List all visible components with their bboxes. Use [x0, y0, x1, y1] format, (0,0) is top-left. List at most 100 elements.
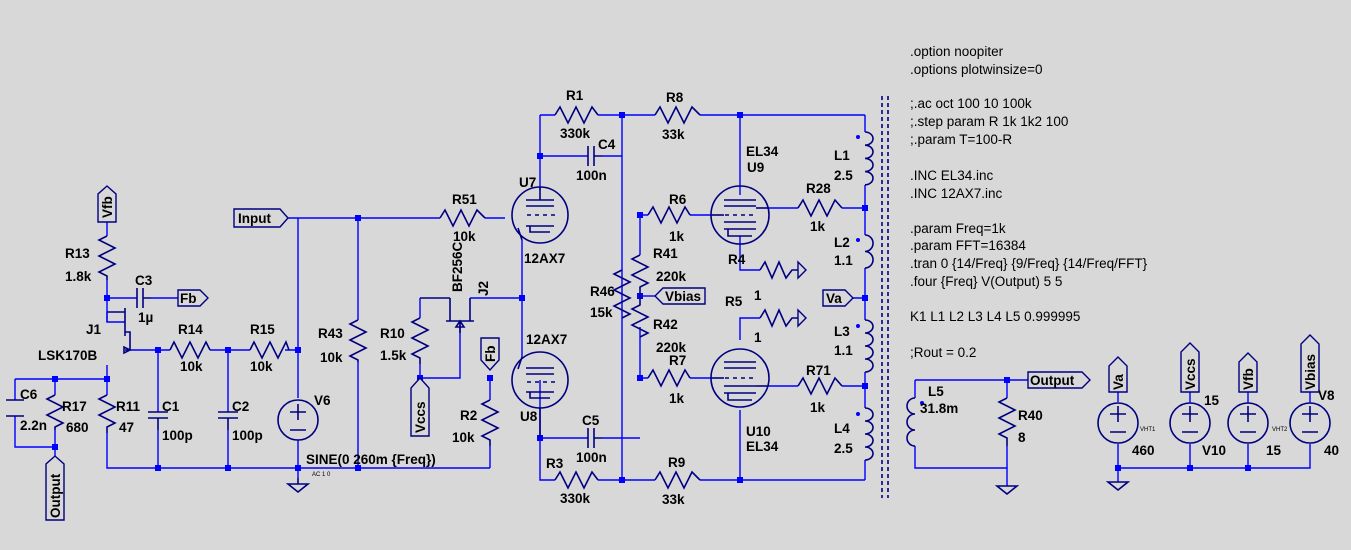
label-r5: R5: [725, 294, 743, 309]
flag-output-left: [45, 455, 65, 521]
jfet-j1: [106, 308, 132, 355]
flag-fb: [177, 289, 209, 307]
resistor-r46: [612, 269, 632, 319]
directive-line: ;.param T=100-R: [910, 132, 1012, 147]
label-c4-value: 100n: [576, 168, 607, 183]
r4-r5-ports: [797, 260, 807, 328]
capacitor-c2: [218, 411, 238, 430]
label-r46: R46: [590, 284, 615, 299]
label-vht2: VHT2: [1272, 427, 1288, 433]
directive-line: ;Rout = 0.2: [910, 345, 976, 360]
label-vbias: Vbias: [665, 289, 701, 304]
directive-line: .INC 12AX7.inc: [910, 186, 1003, 201]
flag-vbias-src: [1300, 334, 1320, 393]
label-va: Va: [826, 291, 842, 306]
resistor-r51: [439, 208, 486, 228]
label-r3-value: 330k: [560, 491, 591, 506]
label-c5: C5: [582, 413, 600, 428]
label-fb: Fb: [180, 291, 197, 306]
label-l1: L1: [834, 148, 850, 163]
directive-line: .option noopiter: [910, 44, 1004, 59]
capacitors: [6, 146, 602, 448]
flag-input: [233, 208, 289, 228]
label-c3-value: 1µ: [138, 310, 153, 325]
directive-line: .INC EL34.inc: [910, 168, 994, 183]
label-c2: C2: [232, 399, 249, 414]
directive-line: .four {Freq} V(Output) 5 5: [910, 274, 1062, 289]
source-v8: [1289, 402, 1331, 444]
label-r51-value: 10k: [453, 229, 476, 244]
label-r2-value: 10k: [452, 430, 475, 445]
label-u7: U7: [519, 175, 536, 190]
label-v8-value: 40: [1324, 443, 1339, 458]
label-r8-value: 33k: [662, 127, 685, 142]
flag-fb2: [480, 337, 500, 372]
label-u9-value: EL34: [746, 144, 779, 159]
flag-output-right: [1027, 371, 1091, 389]
label-j2-value: BF256C: [450, 241, 465, 292]
label-r9: R9: [668, 455, 685, 470]
label-l1-value: 2.5: [834, 168, 853, 183]
label-r41-value: 220k: [656, 269, 687, 284]
source-va: [1097, 402, 1139, 444]
label-c1: C1: [162, 399, 180, 414]
label-l2: L2: [834, 235, 850, 250]
label-v6: V6: [314, 393, 331, 408]
label-vccs-src-value: 15: [1204, 393, 1220, 408]
triode-u8: [511, 351, 569, 438]
label-vfb-src-value: 15: [1266, 443, 1282, 458]
label-r46-value: 15k: [590, 305, 613, 320]
inductor-l5: [906, 397, 916, 447]
label-c3: C3: [135, 273, 153, 288]
label-r9-value: 33k: [662, 492, 685, 507]
component-labels: C6 2.2n R17 680 R11 47 C1 100p C2 100p R…: [20, 88, 1339, 518]
label-u7-value: 12AX7: [524, 251, 565, 266]
label-c2-value: 100p: [232, 428, 263, 443]
net-flags: [45, 185, 1320, 521]
label-r4: R4: [728, 252, 746, 267]
spice-directives: .option noopiter .options plotwinsize=0 …: [910, 44, 1148, 360]
junction-dots: [52, 112, 1251, 483]
flag-va-src: [1108, 356, 1128, 393]
label-l4: L4: [834, 421, 850, 436]
label-r17-value: 680: [66, 420, 89, 435]
label-r43-value: 10k: [320, 350, 343, 365]
label-r2: R2: [460, 408, 477, 423]
label-r41: R41: [653, 246, 678, 261]
source-vccs: [1169, 402, 1211, 444]
label-r6-value: 1k: [669, 229, 685, 244]
flag-vfb: [97, 185, 117, 223]
label-input: Input: [238, 211, 271, 226]
label-l4-value: 2.5: [834, 441, 853, 456]
label-vbias-src: Vbias: [1303, 354, 1318, 390]
directive-line: .tran 0 {14/Freq} {9/Freq} {14/Freq/FFT}: [910, 256, 1148, 271]
label-l3: L3: [834, 324, 850, 339]
label-l5-value: 31.8m: [920, 401, 958, 416]
capacitor-c4: [587, 146, 602, 166]
label-l5: L5: [928, 384, 944, 399]
label-v10: V10: [1202, 443, 1226, 458]
label-vfb-src: Vfb: [1241, 368, 1256, 390]
resistor-r6: [647, 205, 691, 225]
label-vccs-src: Vccs: [1183, 358, 1198, 390]
label-r11-value: 47: [119, 420, 134, 435]
label-l2-value: 1.1: [834, 253, 853, 268]
resistor-r10: [410, 317, 430, 364]
flag-vfb-src: [1238, 352, 1258, 393]
label-output-right: Output: [1030, 373, 1075, 388]
label-r14: R14: [178, 322, 203, 337]
label-r7-value: 1k: [669, 391, 685, 406]
label-u9: U9: [747, 160, 764, 175]
source-v6: [277, 399, 319, 441]
label-vfb: Vfb: [100, 196, 115, 218]
resistor-r7: [647, 368, 691, 388]
flag-vccs-src: [1180, 342, 1200, 393]
label-fb-flag: Fb: [483, 346, 498, 363]
capacitor-c6: [6, 399, 24, 417]
grounds: [285, 478, 1131, 496]
label-r5-value: 1: [754, 330, 762, 345]
label-v6-source: SINE(0 260m {Freq}): [306, 452, 436, 467]
resistor-r1: [554, 105, 599, 125]
jfet-j2: [420, 297, 474, 333]
